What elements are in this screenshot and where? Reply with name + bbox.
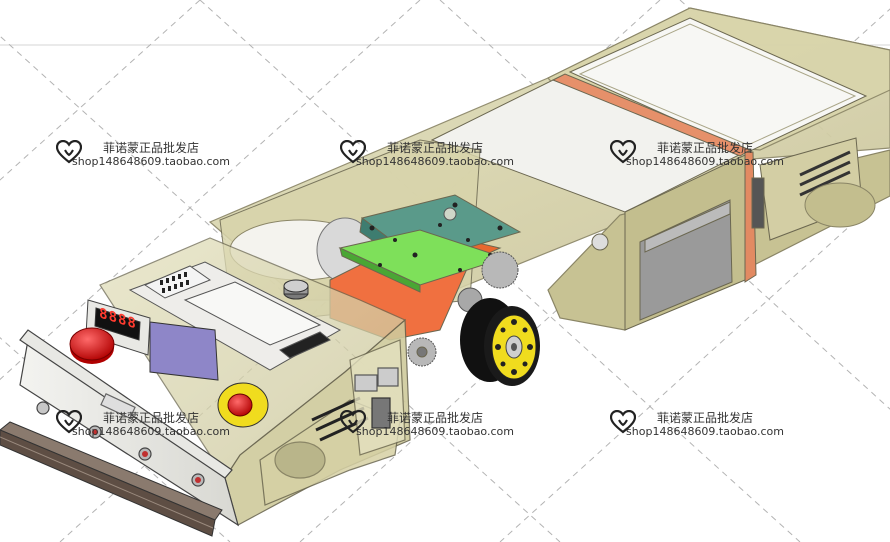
heart-icon	[610, 410, 636, 434]
watermark: 菲诺蒙正品批发店 shop148648609.taobao.com	[56, 140, 246, 168]
heart-icon	[340, 140, 366, 164]
heart-icon	[610, 140, 636, 164]
front-tray	[128, 261, 342, 428]
watermark: 菲诺蒙正品批发店 shop148648609.taobao.com	[340, 140, 530, 168]
rear-compartment	[591, 137, 876, 331]
drive-wheel	[460, 298, 540, 386]
watermark-url: shop148648609.taobao.com	[356, 425, 514, 438]
top-plates	[430, 17, 868, 283]
watermark: 菲诺蒙正品批发店 shop148648609.taobao.com	[610, 410, 800, 438]
watermark: 菲诺蒙正品批发店 shop148648609.taobao.com	[610, 140, 800, 168]
heart-icon	[56, 140, 82, 164]
heart-icon	[56, 410, 82, 434]
watermark-shop-name: 菲诺蒙正品批发店	[102, 411, 199, 425]
watermark-url: shop148648609.taobao.com	[626, 425, 784, 438]
watermark-url: shop148648609.taobao.com	[626, 155, 784, 168]
front-bumper	[0, 421, 223, 537]
red-stop-button	[69, 327, 115, 364]
watermark: 菲诺蒙正品批发店 shop148648609.taobao.com	[56, 410, 246, 438]
watermark-shop-name: 菲诺蒙正品批发店	[102, 141, 199, 155]
heart-icon	[340, 410, 366, 434]
watermark: 菲诺蒙正品批发店 shop148648609.taobao.com	[340, 410, 530, 438]
watermark-url: shop148648609.taobao.com	[72, 155, 230, 168]
display-housing	[85, 299, 151, 356]
watermark-shop-name: 菲诺蒙正品批发店	[386, 141, 483, 155]
watermark-shop-name: 菲诺蒙正品批发店	[656, 411, 753, 425]
watermark-url: shop148648609.taobao.com	[72, 425, 230, 438]
front-panel	[19, 329, 239, 527]
watermark-shop-name: 菲诺蒙正品批发店	[386, 411, 483, 425]
watermark-shop-name: 菲诺蒙正品批发店	[656, 141, 753, 155]
watermark-url: shop148648609.taobao.com	[356, 155, 514, 168]
